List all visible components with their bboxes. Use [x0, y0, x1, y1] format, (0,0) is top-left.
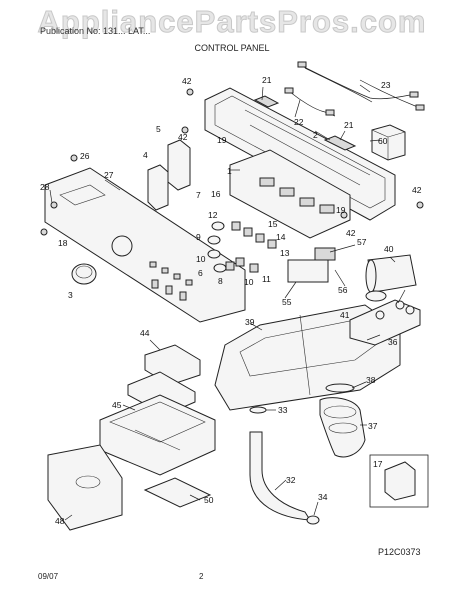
- wire-harness: [284, 61, 425, 117]
- callout-60: 60: [378, 136, 388, 146]
- callout-9: 9: [196, 232, 201, 242]
- callout-55: 55: [282, 297, 292, 307]
- figure-code: P12C0373: [378, 547, 421, 557]
- valve-manifold: [349, 299, 421, 346]
- bellows-hose: [319, 383, 366, 458]
- callout-48: 48: [55, 516, 65, 526]
- callout-22: 22: [294, 117, 304, 127]
- main-control-board: [229, 149, 351, 239]
- callout-15: 15: [268, 219, 278, 229]
- callout-41: 41: [340, 310, 350, 320]
- drawer-handle: [47, 444, 123, 531]
- callout-17: 17: [373, 459, 383, 469]
- dispenser-drawer: [99, 394, 216, 476]
- button-cluster: [207, 221, 277, 273]
- callout-12: 12: [208, 210, 218, 220]
- callout-39: 39: [245, 317, 255, 327]
- callout-34: 34: [318, 492, 328, 502]
- callout-38: 38: [366, 375, 376, 385]
- selector-knob: [71, 263, 97, 285]
- callout-labels: 21 22 23 2 21 60 42 42 42 42 5 4 26 27 2…: [40, 75, 422, 526]
- callout-7: 7: [196, 190, 201, 200]
- callout-42b: 42: [178, 132, 188, 142]
- publication-header: Publication No: 131... LAT...: [40, 26, 151, 36]
- callout-27: 27: [104, 170, 114, 180]
- callout-26: 26: [80, 151, 90, 161]
- screw-set: [40, 88, 424, 236]
- front-control-panel: [44, 167, 246, 323]
- siphon-cap: [143, 477, 212, 508]
- callout-45: 45: [112, 400, 122, 410]
- callout-4: 4: [143, 150, 148, 160]
- noise-filter-box: [371, 124, 406, 161]
- callout-56: 56: [338, 285, 348, 295]
- callout-19b: 19: [336, 205, 346, 215]
- callout-40: 40: [384, 244, 394, 254]
- callout-18: 18: [58, 238, 68, 248]
- watermark-logo: AppliancePartsPros.com: [37, 4, 427, 40]
- inset-detail-box: [369, 454, 429, 508]
- door-lock-connector: [287, 247, 336, 283]
- diagram-title: CONTROL PANEL: [194, 43, 270, 53]
- control-panel-frame: [204, 87, 396, 221]
- callout-8: 8: [218, 276, 223, 286]
- callout-3: 3: [68, 290, 73, 300]
- callout-23: 23: [381, 80, 391, 90]
- callout-1: 1: [227, 166, 232, 176]
- footer-page-number: 2: [199, 572, 204, 581]
- callout-37: 37: [368, 421, 378, 431]
- callout-32: 32: [286, 475, 296, 485]
- callout-11: 11: [262, 274, 271, 284]
- switch-bracket: [147, 139, 191, 211]
- callout-42a: 42: [182, 76, 192, 86]
- callout-10a: 10: [196, 254, 206, 264]
- drain-hose: [249, 406, 320, 525]
- callout-5: 5: [156, 124, 161, 134]
- callout-50: 50: [204, 495, 214, 505]
- callout-13: 13: [280, 248, 290, 258]
- callout-33: 33: [278, 405, 288, 415]
- callout-42d: 42: [346, 228, 356, 238]
- callout-16: 16: [211, 189, 221, 199]
- callout-57: 57: [357, 237, 367, 247]
- callout-21b: 21: [344, 120, 354, 130]
- callout-44: 44: [140, 328, 150, 338]
- leader-lines: [49, 84, 406, 521]
- callout-2: 2: [313, 130, 318, 140]
- tube-assembly: [365, 254, 417, 302]
- callout-10: 10: [244, 277, 254, 287]
- callout-21a: 21: [262, 75, 272, 85]
- callout-19a: 19: [217, 135, 227, 145]
- footer-date: 09/07: [38, 572, 59, 581]
- callout-14: 14: [276, 232, 286, 242]
- callout-6: 6: [198, 268, 203, 278]
- callout-42c: 42: [412, 185, 422, 195]
- callout-28: 28: [40, 182, 50, 192]
- callout-36: 36: [388, 337, 398, 347]
- trim-strip: [253, 95, 357, 151]
